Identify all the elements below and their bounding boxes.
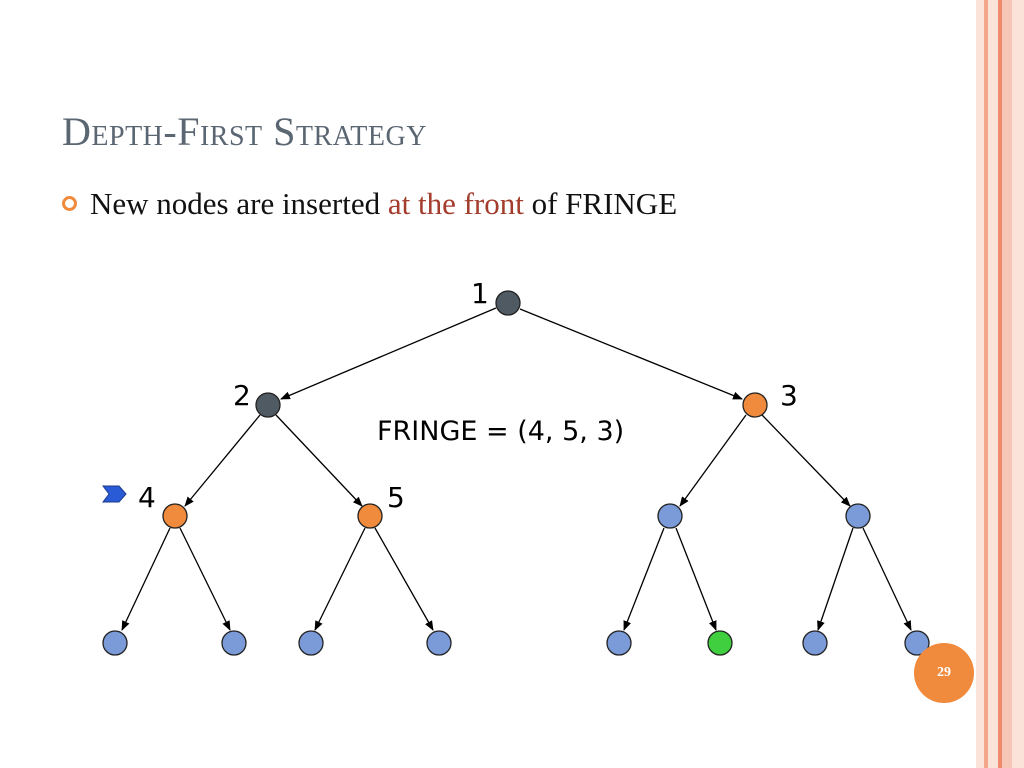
bullet-point: New nodes are inserted at the front of F… [62,186,677,222]
node-14-unvisited [802,630,828,656]
blue-arrow-icon [102,485,127,503]
edge-5-10 [314,527,366,631]
tree-edges [121,307,912,631]
slide-title: Depth-First Strategy [62,109,427,154]
edge-2-5 [275,414,363,507]
edge-6-12 [623,527,665,631]
node-label-2: 2 [233,379,251,412]
edge-3-6 [679,414,747,507]
node-9-unvisited [221,630,247,656]
edge-1-3 [519,308,743,400]
bullet-text-highlight: at the front [387,186,524,221]
decorative-side-stripes [976,0,1024,768]
edge-4-8 [121,527,171,631]
page-number-badge: 29 [914,643,974,703]
node-1-expanded [495,290,521,316]
node-3-fringe [742,392,768,418]
node-label-5: 5 [387,481,405,514]
fringe-label: FRINGE = (4, 5, 3) [377,416,624,447]
edge-7-15 [862,527,912,631]
tree-nodes [102,290,930,656]
bullet-text-start: New nodes are inserted [90,186,388,221]
edge-2-4 [184,414,261,507]
edge-6-13 [675,527,717,631]
node-label-1: 1 [471,277,489,310]
node-7-unvisited [845,503,871,529]
node-4-fringe [162,503,188,529]
node-label-3: 3 [780,379,798,412]
node-6-unvisited [657,503,683,529]
node-10-unvisited [298,630,324,656]
node-5-fringe [357,503,383,529]
node-13-goal [707,630,733,656]
edge-4-9 [179,527,231,631]
node-2-expanded [255,392,281,418]
bullet-circle-icon [62,196,77,211]
node-8-unvisited [102,630,128,656]
edge-1-2 [280,307,497,400]
edge-5-11 [374,527,434,631]
bullet-text-end: of FRINGE [523,186,678,221]
edge-7-14 [817,527,854,631]
node-15-unvisited [904,630,930,656]
node-label-4: 4 [138,481,156,514]
edge-3-7 [761,414,851,507]
node-12-unvisited [606,630,632,656]
node-11-unvisited [426,630,452,656]
